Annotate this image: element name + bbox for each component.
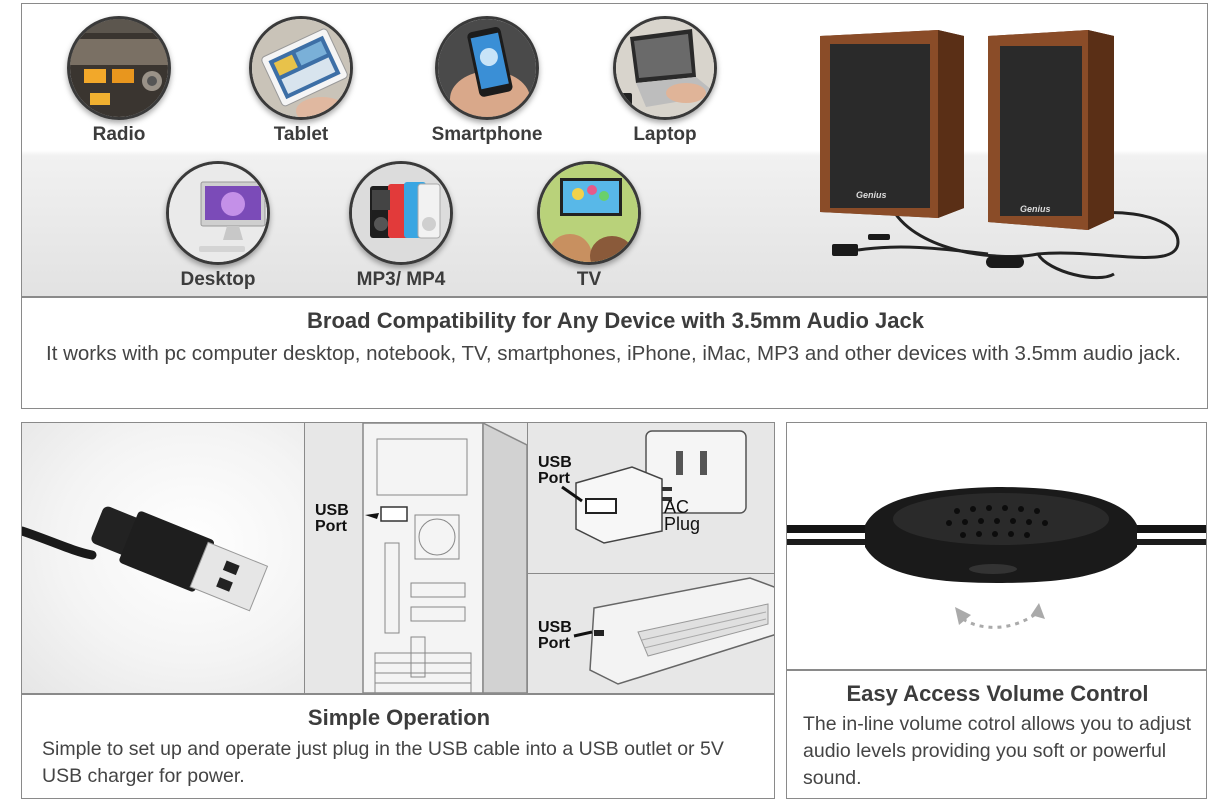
compatibility-caption: Broad Compatibility for Any Device with … — [22, 298, 1207, 367]
device-label: Tablet — [273, 124, 329, 145]
usb-cable-image — [22, 423, 304, 693]
speaker-grille — [830, 44, 930, 208]
compatibility-title: Broad Compatibility for Any Device with … — [307, 308, 924, 333]
pc-tower-image: USB Port — [304, 423, 528, 694]
speaker-brand-logo: Genius — [1020, 204, 1051, 214]
simple-operation-panel: USB Port USB Port AC Plug — [21, 422, 775, 799]
usb-port-label-line: Port — [538, 470, 570, 487]
usb-plug-icon — [119, 511, 214, 592]
simple-operation-description: Simple to set up and operate just plug i… — [42, 738, 724, 787]
volume-control-image — [787, 423, 1206, 669]
usb-port-label: USB Port — [538, 620, 572, 652]
double-arrow-icon — [962, 611, 1038, 629]
speakers-image: Genius Genius — [820, 30, 1180, 279]
device-radio: Radio — [63, 16, 175, 146]
device-smartphone: Smartphone — [431, 16, 543, 146]
mp3-player-icon — [349, 161, 453, 265]
compatibility-description: It works with pc computer desktop, noteb… — [46, 342, 1181, 365]
device-label: MP3/ MP4 — [356, 269, 446, 290]
speaker-brand-logo: Genius — [856, 190, 887, 200]
volume-control-title: Easy Access Volume Control — [846, 681, 1149, 706]
volume-control-caption: Easy Access Volume Control The in-line v… — [787, 671, 1206, 792]
device-label: Desktop — [180, 269, 256, 290]
volume-wheel-icon — [969, 564, 1017, 574]
ac-plug-label-line: Plug — [664, 514, 701, 534]
ac-plug-label-line: AC — [664, 497, 690, 517]
device-label: Radio — [92, 124, 146, 145]
device-mp3-mp4: MP3/ MP4 — [345, 161, 457, 291]
device-label: Smartphone — [431, 124, 543, 145]
volume-knob-icon — [986, 256, 1024, 268]
ac-plug-label: AC Plug — [664, 497, 701, 534]
device-label: TV — [576, 269, 602, 290]
speaker-holes — [946, 505, 1048, 538]
radio-icon — [67, 16, 171, 120]
tv-icon — [537, 161, 641, 265]
tablet-icon — [249, 16, 353, 120]
usb-charger-image: USB Port AC Plug — [527, 423, 774, 573]
divider — [787, 669, 1206, 671]
compatibility-panel: Radio Tablet — [21, 3, 1208, 409]
usb-port-label-line: USB — [538, 619, 572, 636]
usb-port-label: USB Port — [315, 503, 349, 535]
device-tablet: Tablet — [245, 16, 357, 146]
usb-port-label-line: Port — [538, 635, 570, 652]
usb-port-label-line: Port — [315, 518, 347, 535]
device-laptop: Laptop — [609, 16, 721, 146]
audio-jack-icon — [868, 234, 890, 240]
speaker-grille — [1000, 46, 1082, 216]
usb-port-label-line: USB — [315, 502, 349, 519]
simple-operation-caption: Simple Operation Simple to set up and op… — [22, 695, 774, 790]
divider — [22, 693, 774, 695]
device-label: Laptop — [633, 124, 697, 145]
laptop-usb-image: USB Port — [527, 573, 774, 693]
volume-control-description: The in-line volume cotrol allows you to … — [803, 713, 1192, 789]
desktop-icon — [166, 161, 270, 265]
volume-control-panel: Easy Access Volume Control The in-line v… — [786, 422, 1207, 799]
device-desktop: Desktop — [162, 161, 274, 291]
compatibility-image: Radio Tablet — [22, 4, 1207, 296]
divider — [22, 296, 1207, 298]
device-tv: TV — [533, 161, 645, 291]
simple-operation-title: Simple Operation — [307, 705, 491, 730]
smartphone-icon — [435, 16, 539, 120]
usb-port-label: USB Port — [538, 455, 572, 487]
usb-plug-icon — [832, 244, 858, 256]
usb-port-label-line: USB — [538, 454, 572, 471]
laptop-icon — [613, 16, 717, 120]
